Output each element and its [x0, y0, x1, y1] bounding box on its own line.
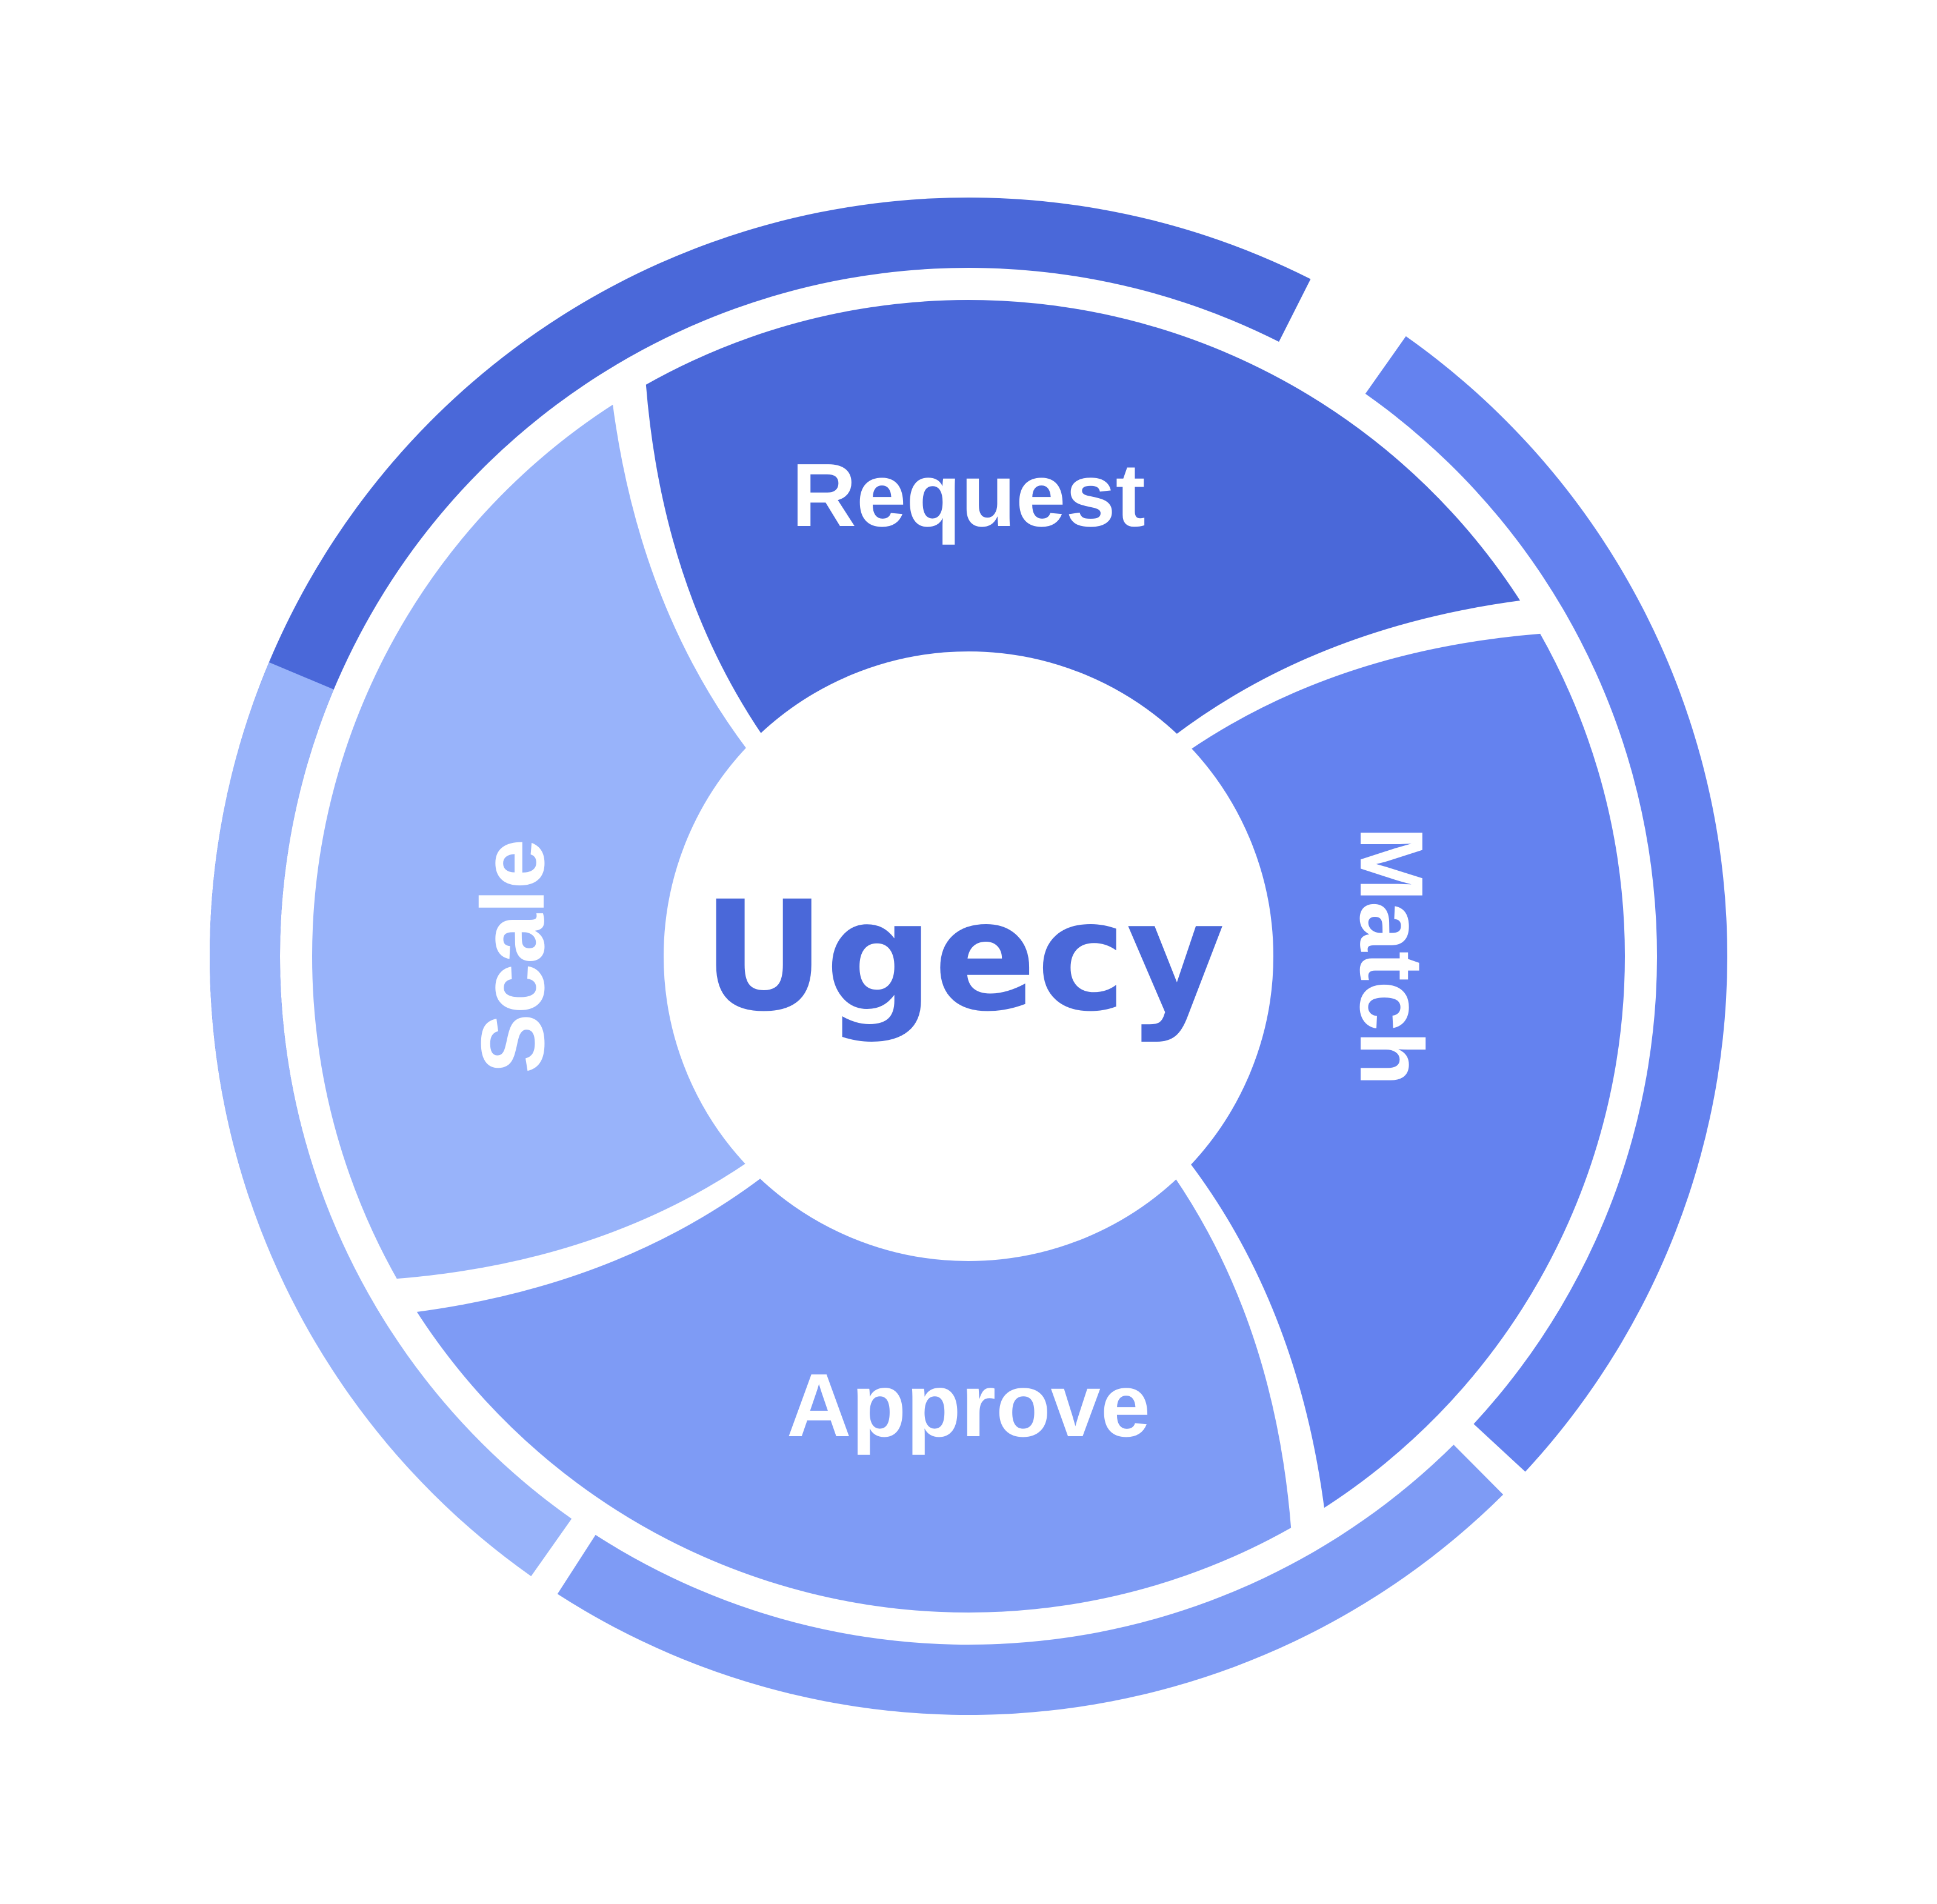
segment-request	[639, 294, 1531, 743]
inner-ring	[306, 294, 1631, 1619]
segment-label-request: Request	[792, 445, 1145, 545]
segment-match	[1182, 627, 1631, 1519]
outer-ring-approve	[557, 1445, 1504, 1716]
outer-ring-match	[1365, 336, 1727, 1472]
ugecy-logo: Ugecy	[702, 868, 1225, 1045]
segment-scale	[306, 394, 755, 1285]
segment-label-approve: Approve	[787, 1356, 1150, 1456]
outer-ring-request	[209, 197, 1311, 1201]
segment-label-scale: Scale	[463, 839, 563, 1074]
center-hub	[667, 654, 1270, 1258]
outer-ring-scale	[210, 662, 572, 1577]
segment-approve	[406, 1170, 1298, 1619]
outer-ring	[209, 197, 1727, 1716]
segment-label-match: Match	[1341, 827, 1441, 1086]
